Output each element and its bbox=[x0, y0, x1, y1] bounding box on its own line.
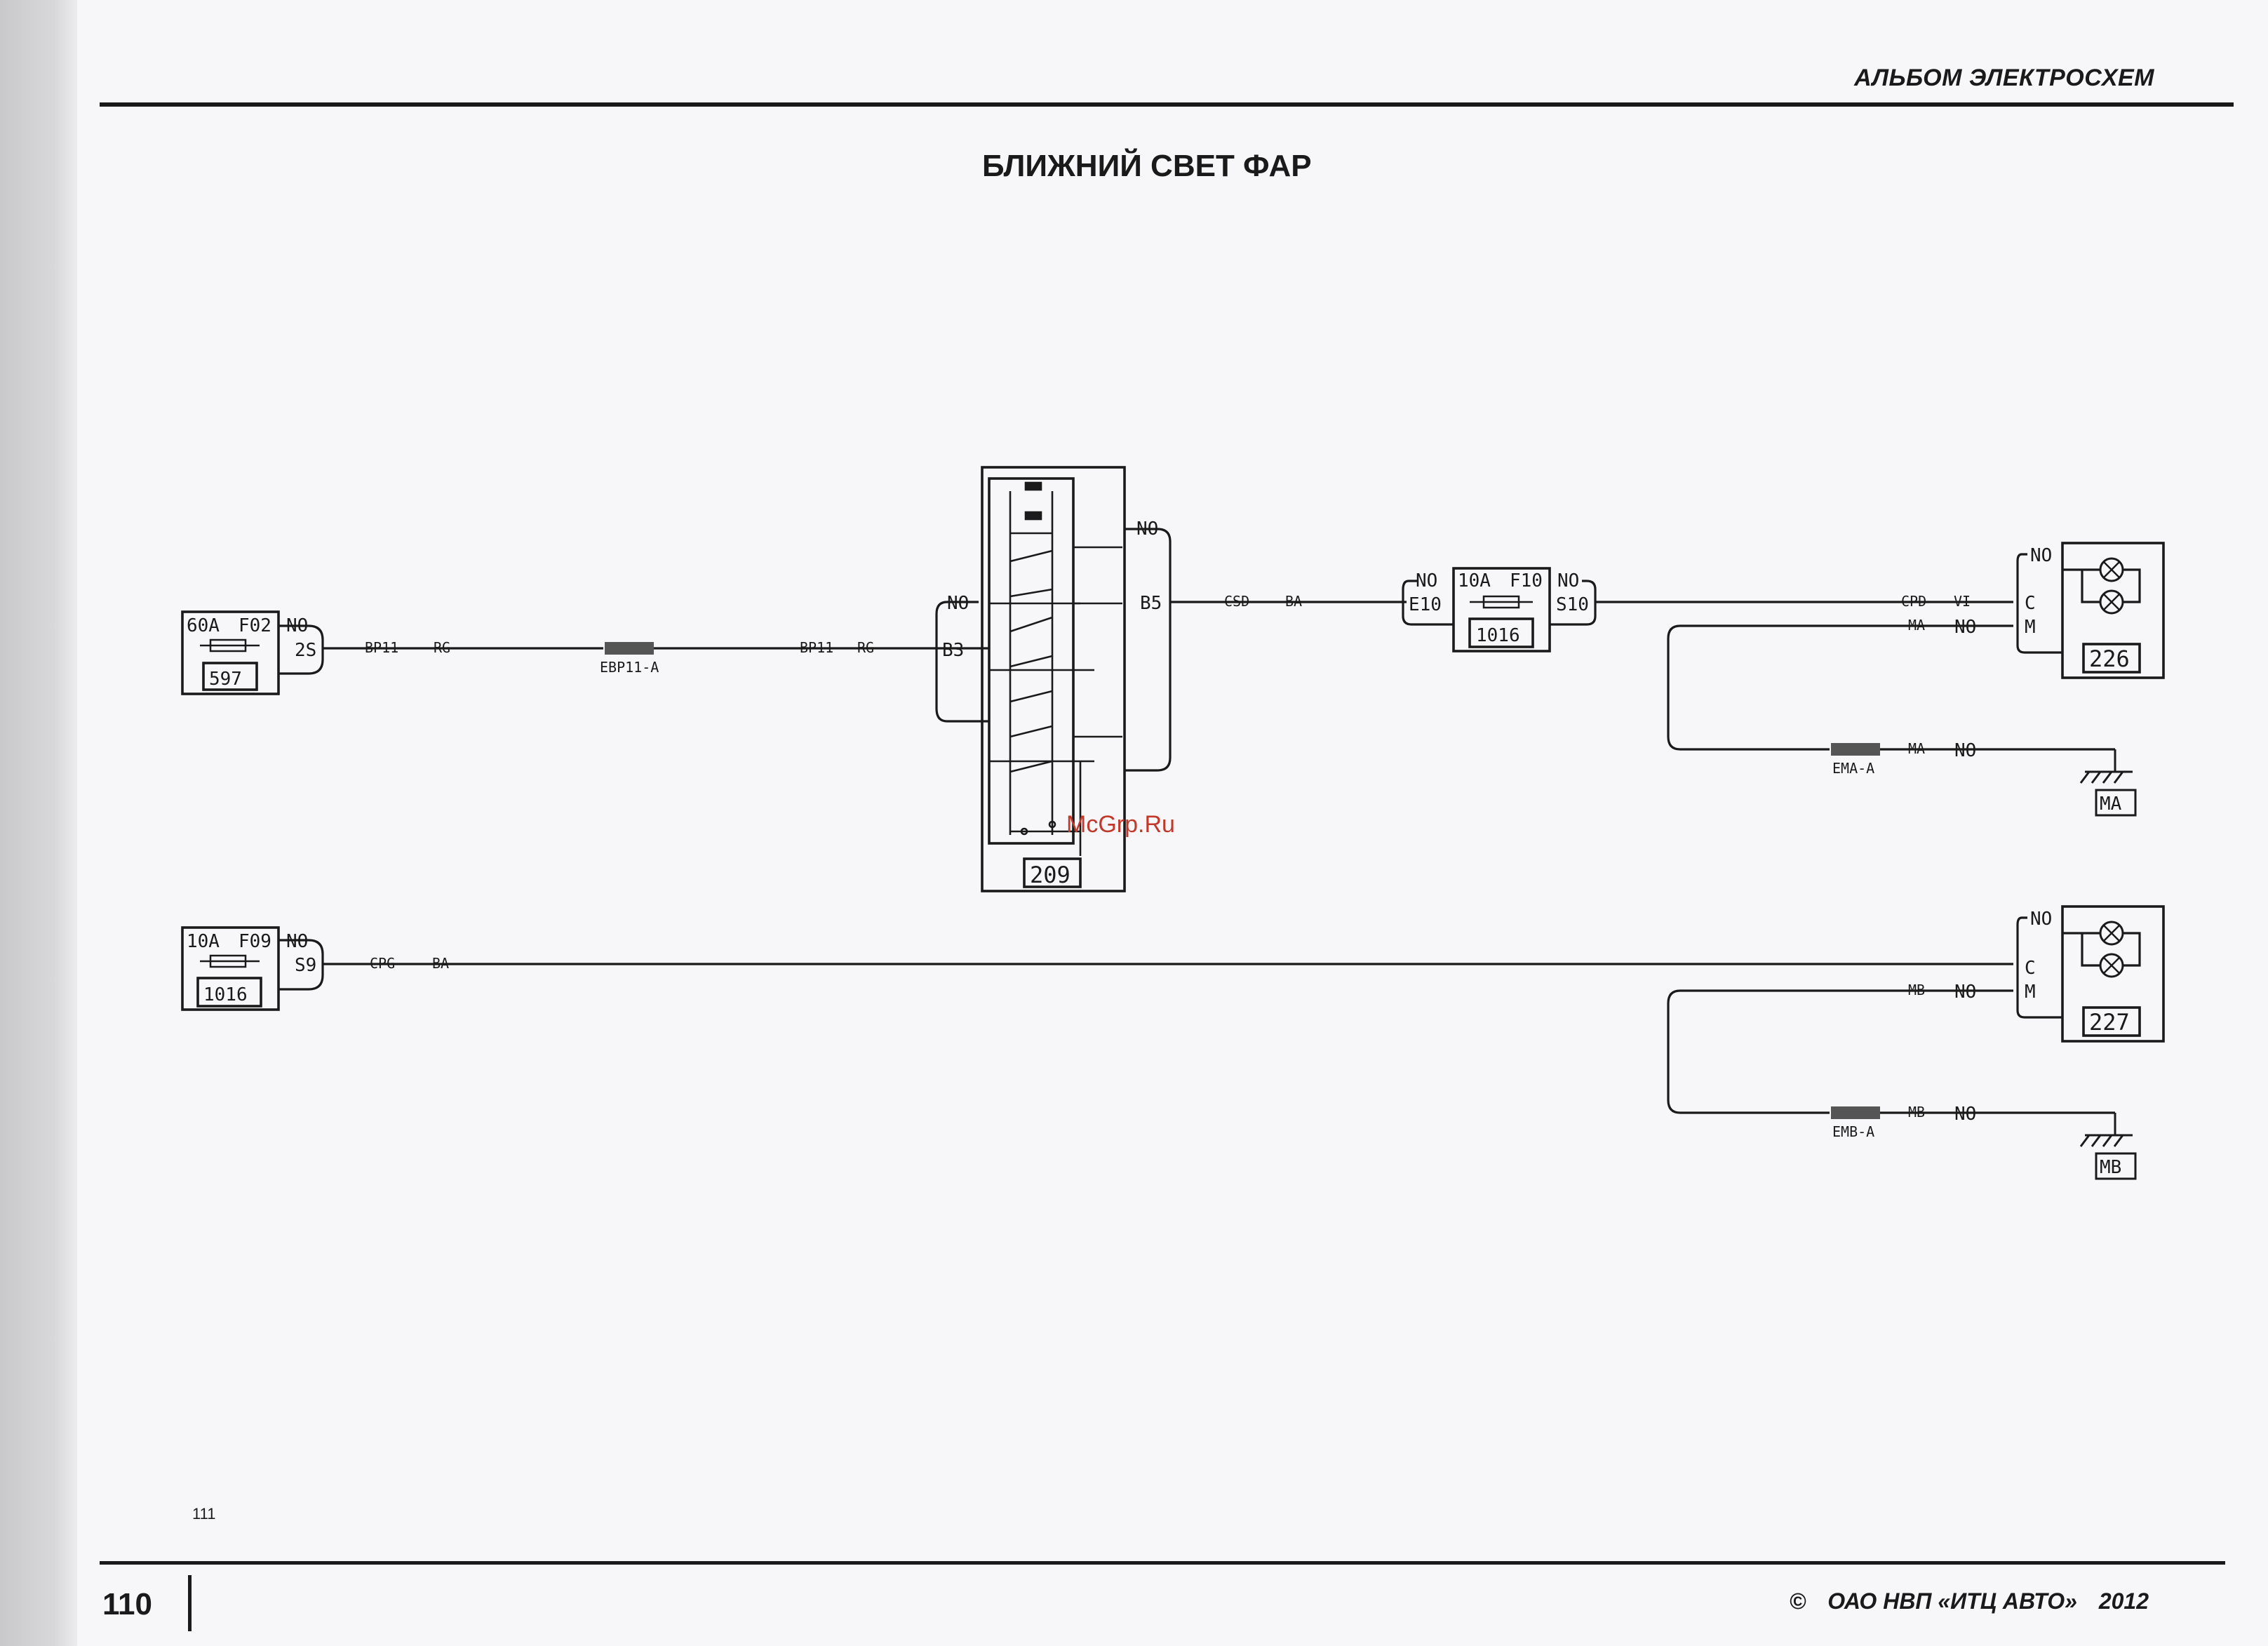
fuse-f10-pin-out: S10 bbox=[1556, 594, 1589, 615]
fuse-f10-rating: 10A bbox=[1458, 570, 1491, 591]
switch-209-id: 209 bbox=[1030, 862, 1071, 888]
footer-copyright: © ОАО НВП «ИТЦ АВТО» 2012 bbox=[1790, 1588, 2149, 1614]
splice-ebp11 bbox=[605, 642, 654, 655]
wire-cpg-code: CPG bbox=[370, 955, 395, 972]
headlamp-226-no: NO bbox=[2030, 545, 2052, 566]
fuse-f02-rating: 60A bbox=[187, 615, 220, 636]
fuse-f10-no-in: NO bbox=[1416, 570, 1437, 591]
switch-209-pin-in: B3 bbox=[942, 640, 964, 661]
headlamp-227-pin-c: C bbox=[2025, 958, 2036, 979]
copyright-symbol: © bbox=[1790, 1588, 1806, 1614]
wire-bp11-b-color: RG bbox=[857, 639, 874, 656]
watermark: McGrp.Ru bbox=[1066, 811, 1175, 838]
switch-209-pin-out: B5 bbox=[1140, 593, 1162, 614]
wire-mb2-code: MB bbox=[1908, 1104, 1925, 1120]
wire-ma2-no: NO bbox=[1954, 740, 1976, 761]
fuse-f10-pin-in: E10 bbox=[1409, 594, 1442, 615]
wire-mb-no: NO bbox=[1954, 982, 1976, 1003]
fuse-f09-block-number: 1016 bbox=[203, 984, 248, 1005]
publisher-name: ОАО НВП «ИТЦ АВТО» bbox=[1827, 1588, 2077, 1614]
wire-cpg-color: BA bbox=[432, 955, 449, 972]
note-111: 111 bbox=[192, 1505, 215, 1523]
footer-divider bbox=[188, 1575, 192, 1631]
fuse-f02-pin: 2S bbox=[295, 640, 316, 661]
splice-emb-label: EMB-A bbox=[1832, 1123, 1874, 1140]
wire-csd-color: BA bbox=[1285, 593, 1302, 610]
wire-bp11-code: BP11 bbox=[365, 639, 398, 656]
fuse-f09-pin: S9 bbox=[295, 955, 316, 976]
splice-ema-label: EMA-A bbox=[1832, 760, 1874, 777]
headlamp-227-id: 227 bbox=[2089, 1009, 2130, 1036]
wire-ma-no: NO bbox=[1954, 617, 1976, 638]
wire-ma2-code: MA bbox=[1908, 740, 1925, 757]
fuse-f02-code: F02 bbox=[239, 615, 271, 636]
fuse-f10-code: F10 bbox=[1510, 570, 1543, 591]
splice-emb bbox=[1831, 1106, 1880, 1119]
headlamp-226-pin-m: M bbox=[2025, 617, 2036, 638]
wire-csd-code: CSD bbox=[1224, 593, 1249, 610]
wire-mb-code: MB bbox=[1908, 982, 1925, 998]
fuse-f10-no-out: NO bbox=[1557, 570, 1579, 591]
fuse-f02-block-number: 597 bbox=[209, 669, 242, 690]
splice-ema bbox=[1831, 743, 1880, 756]
page-number: 110 bbox=[102, 1587, 152, 1622]
ground-ma-label: MA bbox=[2100, 794, 2122, 815]
fuse-f10-block-number: 1016 bbox=[1476, 625, 1520, 646]
fuse-f10-block: 10A F10 1016 NO E10 NO S10 bbox=[1403, 568, 1595, 651]
splice-ebp11-label: EBP11-A bbox=[600, 659, 659, 676]
wire-cpd-code: CPD bbox=[1901, 593, 1926, 610]
wire-cpd-color: VI bbox=[1954, 593, 1971, 610]
wire-mb2-no: NO bbox=[1954, 1104, 1976, 1125]
publication-year: 2012 bbox=[2099, 1588, 2149, 1614]
headlamp-227-pin-m: M bbox=[2025, 982, 2036, 1003]
headlamp-227: 227 bbox=[2062, 906, 2163, 1041]
headlamp-226-id: 226 bbox=[2089, 645, 2130, 672]
headlamp-226-pin-c: C bbox=[2025, 593, 2036, 614]
fuse-f02-block: 60A F02 597 NO 2S bbox=[182, 612, 323, 694]
wire-bp11-color: RG bbox=[434, 639, 450, 656]
switch-209-no-in: NO bbox=[947, 593, 969, 614]
headlamp-226: 226 bbox=[2062, 543, 2163, 678]
footer-rule bbox=[100, 1561, 2225, 1565]
ground-mb-label: MB bbox=[2100, 1157, 2121, 1178]
wire-bp11-b-code: BP11 bbox=[800, 639, 833, 656]
fuse-f09-code: F09 bbox=[239, 931, 271, 952]
fuse-f09-no: NO bbox=[286, 931, 308, 952]
headlamp-227-no: NO bbox=[2030, 909, 2052, 930]
wire-ma-code: MA bbox=[1908, 617, 1925, 634]
fuse-f09-rating: 10A bbox=[187, 931, 220, 952]
fuse-f09-block: 10A F09 1016 NO S9 bbox=[182, 928, 323, 1010]
